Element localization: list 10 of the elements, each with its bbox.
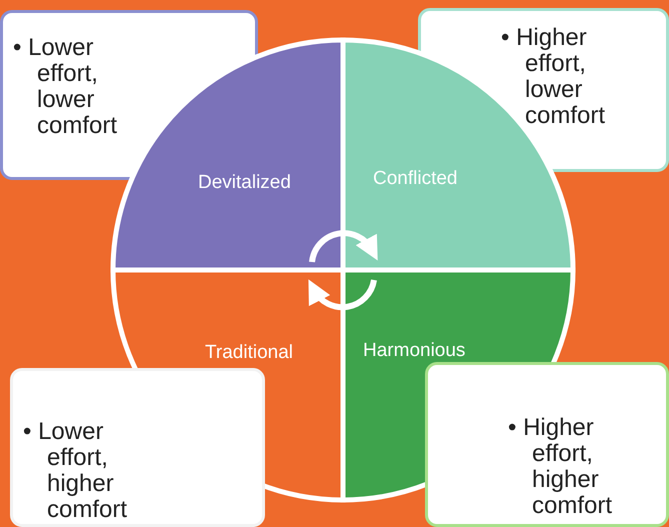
quadrant-label: Traditional (205, 342, 294, 364)
quadrant-label: Devitalized (198, 172, 291, 194)
bullet-text: • Lower effort, lower comfort (13, 35, 118, 139)
quadrant-label: Harmonious (363, 340, 466, 362)
text-card (10, 368, 265, 527)
text-card (425, 362, 669, 527)
bullet-text: • Lower effort, higher comfort (23, 419, 128, 523)
bullet-text: • Higher effort, lower comfort (501, 25, 606, 129)
bullet-text: • Higher effort, higher comfort (508, 415, 614, 519)
quadrant-label: Conflicted (373, 168, 458, 190)
